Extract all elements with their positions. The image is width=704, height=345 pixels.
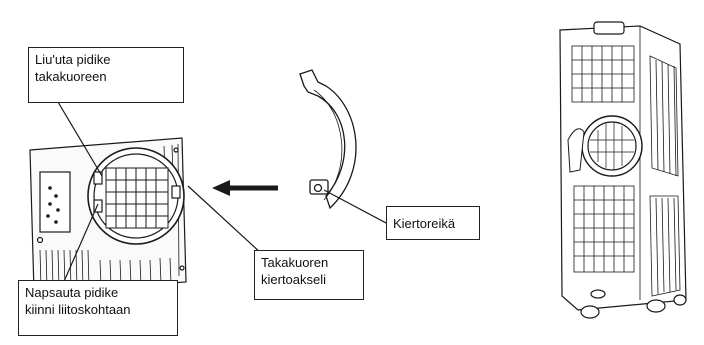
callout-snap-holder-line1: Napsauta pidike xyxy=(25,285,119,300)
callout-pivot-axle-line1: Takakuoren xyxy=(261,255,329,270)
callout-pivot-axle: Takakuoren kiertoakseli xyxy=(254,250,364,300)
callout-pivot-hole-label: Kiertoreikä xyxy=(393,216,456,231)
direction-arrow-icon xyxy=(212,180,278,196)
callout-slide-holder-line2: takakuoreen xyxy=(35,69,107,84)
back-cover-panel xyxy=(29,137,187,293)
callout-snap-holder: Napsauta pidike kiinni liitoskohtaan xyxy=(18,280,178,336)
curved-holder-bracket xyxy=(299,69,357,210)
callout-slide-holder: Liu'uta pidike takakuoreen xyxy=(28,47,184,103)
callout-pivot-axle-line2: kiertoakseli xyxy=(261,272,327,287)
callout-pivot-hole: Kiertoreikä xyxy=(386,206,480,240)
callout-snap-holder-line2: kiinni liitoskohtaan xyxy=(25,302,131,317)
leader-lines xyxy=(57,101,389,287)
callout-slide-holder-line1: Liu'uta pidike xyxy=(35,52,111,67)
air-conditioner-unit xyxy=(559,21,687,319)
